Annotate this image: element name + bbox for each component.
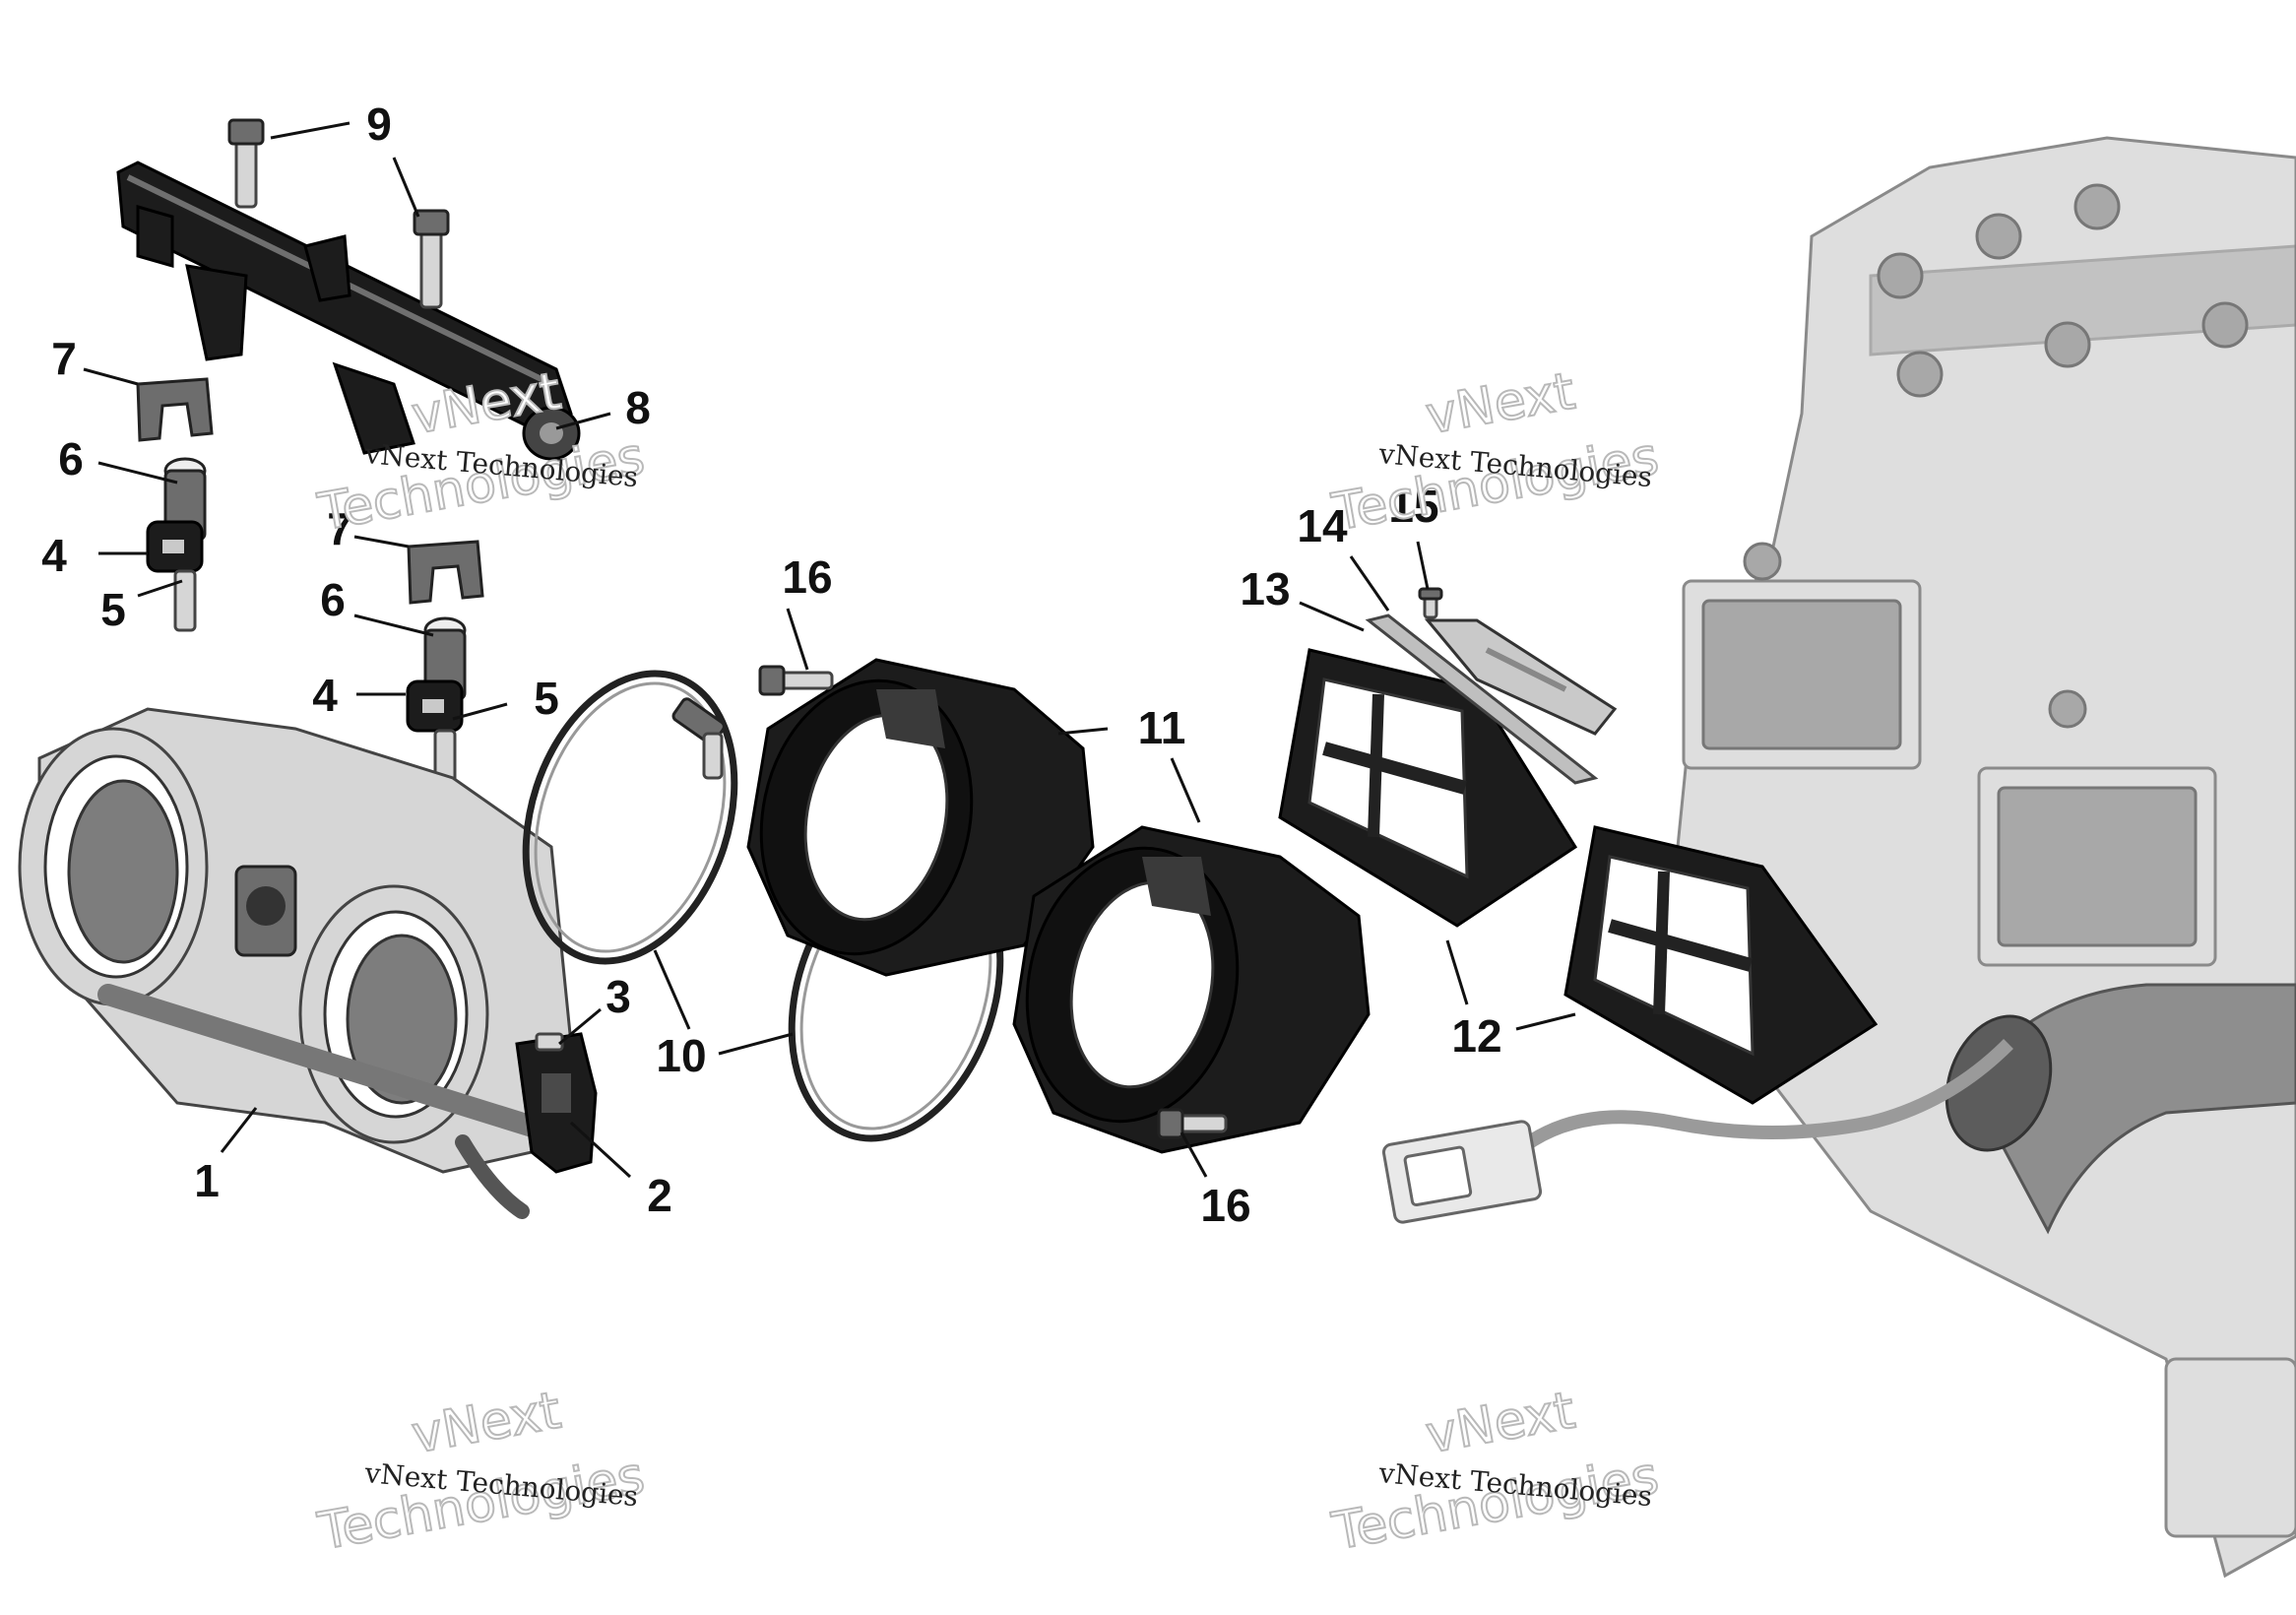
reed-valve-gasket [1365,614,1599,785]
callout-6: 6 [320,574,346,625]
callout-11: 11 [1138,702,1186,753]
engine-block [1672,136,2296,1579]
throttle-body [18,707,573,1219]
callout-4: 4 [41,530,67,581]
reed-valve [1563,825,1879,1105]
callout-8: 8 [625,382,651,433]
callout-16: 16 [782,551,832,603]
callout-2: 2 [647,1170,672,1221]
fuel-rail-bolt [413,209,450,309]
callout-10: 10 [656,1030,706,1081]
fuel-injector [146,457,207,632]
fuel-rail-bolt [227,118,265,209]
adaptor-bolt [1157,1108,1228,1139]
callout-7: 7 [51,333,77,384]
callout-14: 14 [1297,500,1348,551]
callout-6: 6 [58,433,84,484]
callout-5: 5 [100,584,126,635]
fuel-injector [406,616,467,787]
callout-4: 4 [312,670,338,721]
reed-valve [1278,648,1578,928]
fuel-rail [116,161,581,461]
callout-16: 16 [1200,1180,1250,1231]
hose-clamp [522,670,738,965]
callout-7: 7 [327,503,352,554]
intake-adaptor [746,658,1095,977]
callout-1: 1 [194,1155,220,1206]
watermark-brand: vNext [1422,1382,1579,1465]
sensor-screw [535,1032,564,1052]
intake-adaptor [1012,825,1371,1154]
callout-13: 13 [1240,563,1290,614]
watermark-brand: vNext [408,1382,565,1465]
stopper-screw [1418,587,1443,619]
callout-15: 15 [1388,481,1438,532]
throttle-position-sensor [515,1032,598,1174]
callout-3: 3 [606,971,631,1022]
stopper-plate [1424,618,1618,736]
callout-12: 12 [1451,1010,1501,1062]
callouts: 1 2 3 4 4 5 5 6 6 7 7 8 9 10 11 12 13 14… [41,98,1501,1231]
callout-9: 9 [366,98,392,150]
leader-lines [83,121,1576,1179]
injector-clip [136,377,214,442]
watermark-brand: vNext [1422,362,1579,446]
injector-clip [407,540,484,605]
callout-5: 5 [534,673,559,724]
adaptor-bolt [758,665,834,696]
wiring-harness [1381,1039,2013,1224]
